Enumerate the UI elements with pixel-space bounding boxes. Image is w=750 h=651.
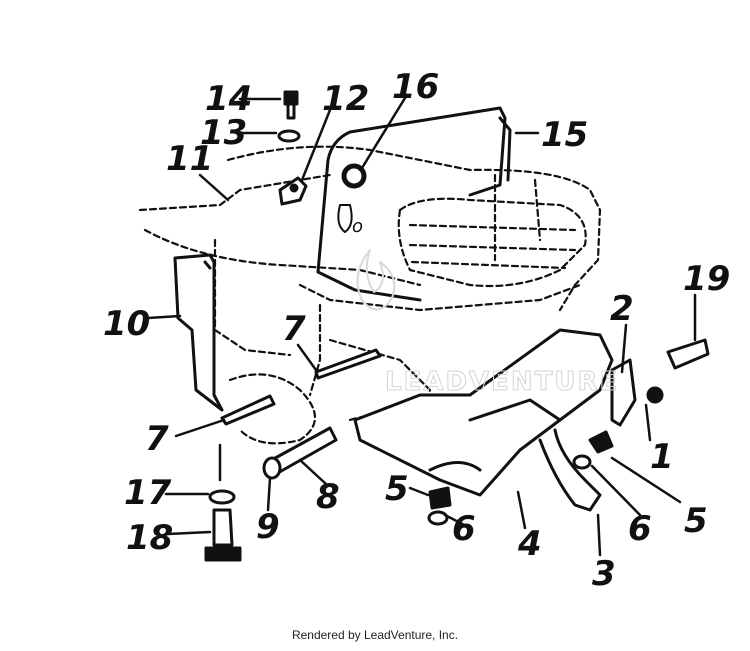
callout-5: 5 <box>684 501 708 541</box>
svg-text:o: o <box>352 216 363 237</box>
housing-panel <box>353 328 614 512</box>
mounting-bracket: o <box>316 106 512 302</box>
callout-5: 5 <box>385 469 409 509</box>
callout-6: 6 <box>452 509 476 549</box>
grommet <box>341 163 367 189</box>
callout-14: 14 <box>205 79 252 119</box>
callout-16: 16 <box>392 67 439 107</box>
callout-10: 10 <box>103 304 150 344</box>
callout-1: 1 <box>650 437 674 477</box>
watermark-flame <box>356 249 396 311</box>
callout-7: 7 <box>282 309 306 349</box>
callout-15: 15 <box>541 115 588 155</box>
callout-7: 7 <box>145 419 169 459</box>
callout-9: 9 <box>256 507 280 547</box>
control-panel <box>173 253 224 412</box>
fasteners <box>204 90 710 562</box>
callout-13: 13 <box>200 113 247 153</box>
callout-2: 2 <box>610 289 634 329</box>
callout-4: 4 <box>517 524 542 564</box>
leader-lines <box>146 96 697 557</box>
callout-17: 17 <box>124 473 172 513</box>
callout-19: 19 <box>683 259 730 299</box>
callout-12: 12 <box>322 79 369 119</box>
callout-3: 3 <box>592 554 616 594</box>
callout-8: 8 <box>316 477 340 517</box>
callout-11: 11 <box>166 139 213 179</box>
callout-6: 6 <box>628 509 652 549</box>
watermark-text: LEADVENTURE <box>385 367 619 397</box>
footer-credit: Rendered by LeadVenture, Inc. <box>291 628 459 642</box>
callout-18: 18 <box>126 518 173 558</box>
